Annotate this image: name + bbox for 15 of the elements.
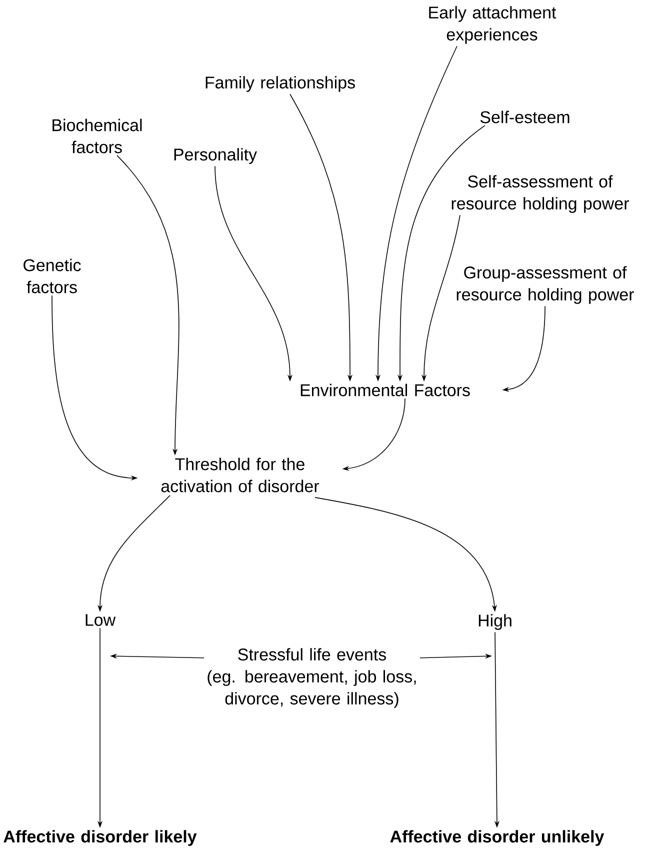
bold-label: Affective disorder unlikely bbox=[390, 830, 604, 846]
node-label: Self-assessment of resource holding power bbox=[452, 175, 629, 213]
node-label: Genetic factors bbox=[24, 258, 81, 294]
node-label: Stressful life events (eg. bereavement, job loss, divorce, severe illness) bbox=[208, 648, 416, 708]
node-label: Family relationships bbox=[206, 76, 355, 92]
node-label: Early attachment experiences bbox=[429, 6, 556, 44]
node-label: Low bbox=[86, 614, 116, 626]
node-label: Environmental Factors bbox=[300, 384, 470, 396]
node-label: Self-esteem bbox=[480, 110, 570, 124]
node-label: Group-assessment of resource holding power bbox=[456, 266, 634, 304]
node-label: Threshold for the activation of disorder bbox=[161, 458, 320, 492]
node-label: Personality bbox=[174, 148, 257, 164]
node-label: Biochemical factors bbox=[52, 118, 142, 154]
node-label: High bbox=[478, 614, 512, 630]
bold-label: Affective disorder likely bbox=[4, 830, 197, 846]
